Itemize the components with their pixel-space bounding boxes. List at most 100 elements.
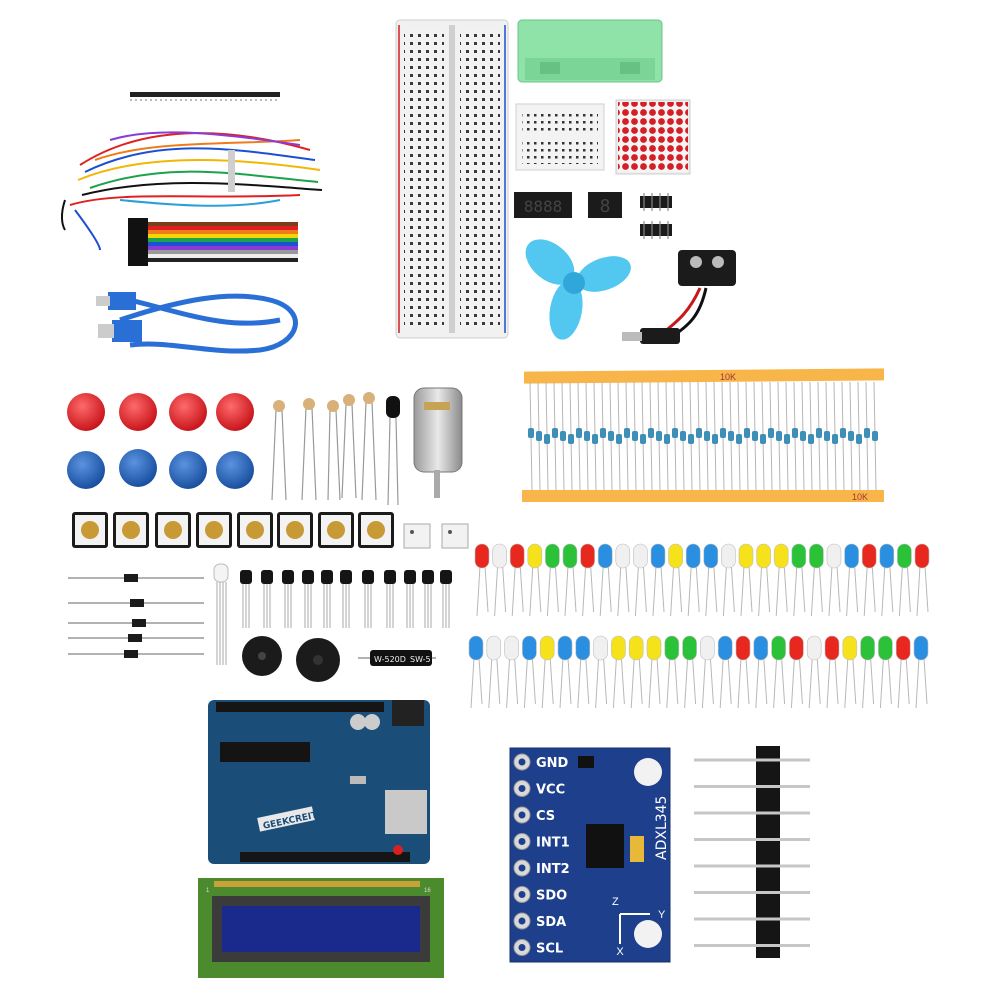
- led: [721, 543, 736, 569]
- wire-tie: [228, 150, 235, 192]
- led: [474, 543, 490, 569]
- resistor: [800, 431, 806, 441]
- accel-axis-y: Y: [658, 909, 666, 921]
- led: [509, 543, 525, 569]
- resistor-strip: 10K 10K: [522, 368, 885, 502]
- leds: [468, 543, 930, 709]
- resistor: [544, 434, 550, 444]
- led: [844, 543, 859, 569]
- resistor: [840, 428, 846, 438]
- svg-text:8: 8: [600, 196, 611, 217]
- resistor: [624, 428, 630, 438]
- transistor: [440, 570, 452, 584]
- led: [789, 635, 804, 661]
- transistor: [261, 570, 273, 584]
- led: [527, 543, 543, 569]
- led: [545, 543, 560, 569]
- led: [615, 543, 631, 569]
- led: [753, 635, 769, 661]
- transistor: [422, 570, 434, 584]
- led: [860, 635, 875, 661]
- led: [628, 635, 644, 661]
- transistor: [404, 570, 416, 584]
- led: [738, 543, 754, 569]
- resistor: [808, 434, 814, 444]
- accel-name-label: ADXL345: [654, 796, 670, 860]
- resistor: [784, 434, 790, 444]
- transistor: [240, 570, 252, 584]
- lcd-pin-16-label: 16: [424, 888, 431, 894]
- resistor: [768, 428, 774, 438]
- led-dot-matrix: [615, 99, 691, 175]
- resistor: [696, 428, 702, 438]
- led: [562, 543, 578, 569]
- resistor: [560, 431, 566, 441]
- accel-axis-x: X: [616, 946, 624, 958]
- capacitor-label: W-520D: [374, 655, 406, 664]
- resistor: [536, 431, 542, 441]
- pin-header-strip: [130, 92, 280, 101]
- led: [522, 635, 537, 661]
- resistor: [816, 428, 822, 438]
- resistor: [664, 434, 670, 444]
- resistor: [728, 431, 734, 441]
- led: [703, 543, 719, 569]
- led: [879, 543, 895, 569]
- long-pin-header: [694, 746, 810, 958]
- 4-digit-7-segment-display: 8888: [514, 192, 572, 218]
- led: [700, 635, 715, 661]
- resistor-band-label-top: 10K: [720, 372, 736, 382]
- resistor: [656, 431, 662, 441]
- jumper-wires: [61, 131, 323, 251]
- fan-propeller: [525, 239, 631, 340]
- led: [791, 543, 807, 569]
- resistor: [608, 431, 614, 441]
- lcd-pin-1-label: 1: [206, 888, 210, 894]
- led: [861, 543, 877, 569]
- led: [895, 635, 911, 661]
- resistor: [552, 428, 558, 438]
- led: [842, 635, 858, 661]
- resistor: [736, 434, 742, 444]
- transistor: [340, 570, 352, 584]
- resistor: [680, 431, 686, 441]
- led: [809, 543, 824, 569]
- led: [611, 635, 626, 661]
- accel-pin-label: INT1: [536, 836, 570, 851]
- resistor: [640, 434, 646, 444]
- led: [650, 543, 666, 569]
- led: [575, 635, 591, 661]
- led: [539, 635, 555, 661]
- led: [685, 543, 701, 569]
- resistor: [712, 434, 718, 444]
- resistor: [648, 428, 654, 438]
- led: [593, 635, 608, 661]
- led: [771, 635, 786, 661]
- usb-cable: [96, 292, 298, 354]
- resistor: [752, 431, 758, 441]
- resistor: [720, 428, 726, 438]
- led: [773, 543, 789, 569]
- resistor: [856, 434, 862, 444]
- transistor: [362, 570, 374, 584]
- accel-pin-label: SDA: [536, 915, 566, 930]
- accel-pin-label: GND: [536, 756, 569, 771]
- resistor: [584, 431, 590, 441]
- accel-pin-label: SCL: [536, 942, 563, 957]
- resistor: [704, 431, 710, 441]
- led: [717, 635, 733, 661]
- resistor-band-label-bottom: 10K: [852, 492, 868, 502]
- dc-motor: [413, 387, 463, 498]
- transistor: [302, 570, 314, 584]
- accel-axis-z: Z: [612, 896, 619, 908]
- led: [664, 635, 680, 661]
- led: [878, 635, 893, 661]
- led: [468, 635, 484, 661]
- resistor: [864, 428, 870, 438]
- accel-pin-label: SDO: [536, 889, 567, 904]
- led: [633, 543, 648, 569]
- photoresistors: [271, 392, 377, 501]
- led: [824, 635, 840, 661]
